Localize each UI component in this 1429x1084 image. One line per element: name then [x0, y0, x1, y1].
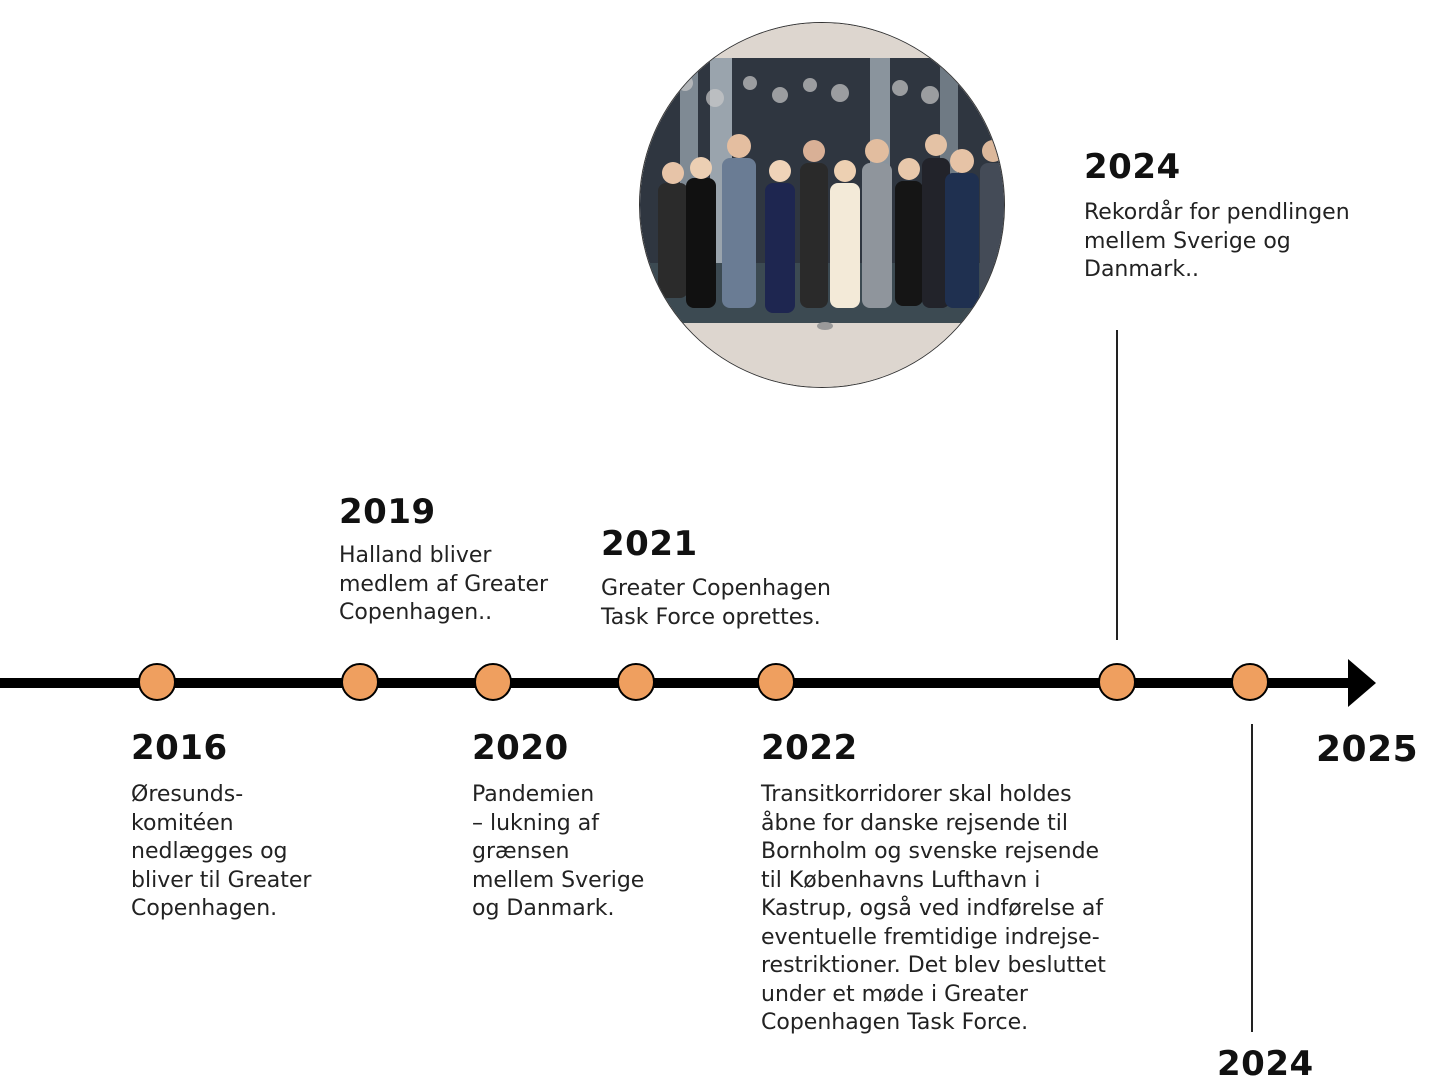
- event-year-2021: 2021: [601, 524, 698, 564]
- event-text-2016: Øresunds- komitéen nedlægges og bliver t…: [131, 782, 312, 921]
- timeline-arrowhead: [1348, 659, 1376, 707]
- event-text-2021: Greater Copenhagen Task Force oprettes.: [601, 576, 831, 630]
- timeline-dot-2022: [757, 663, 795, 701]
- group-photo-illustration: [640, 23, 1004, 387]
- event-year-2024-upper: 2024: [1084, 147, 1181, 187]
- timeline-axis: [0, 678, 1350, 688]
- event-year-2016: 2016: [131, 728, 228, 768]
- connector-2024-lower: [1251, 724, 1253, 1032]
- timeline-dot-2016: [138, 663, 176, 701]
- event-year-2020: 2020: [472, 728, 569, 768]
- group-photo: [639, 22, 1005, 388]
- event-year-2019: 2019: [339, 492, 436, 532]
- event-text-2024-upper: Rekordår for pendlingen mellem Sverige o…: [1084, 200, 1350, 282]
- timeline-dot-2021: [617, 663, 655, 701]
- timeline-dot-2020: [474, 663, 512, 701]
- event-text-2022: Transitkorridorer skal holdes åbne for d…: [761, 782, 1106, 1035]
- connector-2024-upper: [1116, 330, 1118, 640]
- timeline-dot-2019: [341, 663, 379, 701]
- event-text-2019: Halland bliver medlem af Greater Copenha…: [339, 543, 549, 625]
- event-text-2020: Pandemien – lukning af grænsen mellem Sv…: [472, 782, 645, 921]
- timeline-end-year: 2025: [1316, 729, 1419, 770]
- timeline-dot-2024-lower: [1231, 663, 1269, 701]
- timeline-dot-2024-upper: [1098, 663, 1136, 701]
- event-year-2022: 2022: [761, 728, 858, 768]
- event-year-2024-lower: 2024: [1217, 1044, 1314, 1084]
